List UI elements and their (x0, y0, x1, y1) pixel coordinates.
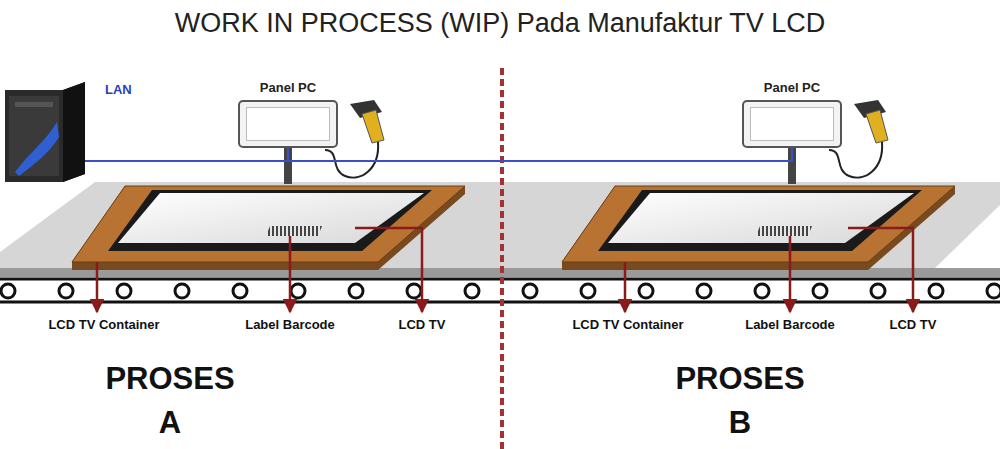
leader-lines (97, 228, 913, 312)
computer-tower (5, 82, 85, 182)
part-label: LCD TV Container (543, 317, 713, 332)
panel-pole (284, 146, 292, 184)
lan-cable (85, 148, 288, 161)
process-title: PROSES B (665, 357, 815, 445)
panel-screen (750, 107, 834, 141)
part-label: LCD TV (868, 317, 958, 332)
lan-cable (85, 148, 792, 161)
network-label: LAN (105, 82, 132, 97)
part-label: LCD TV Container (19, 317, 189, 332)
server-computer: LAN (5, 82, 85, 182)
process-title: PROSES A (95, 357, 245, 445)
part-label: Label Barcode (720, 317, 860, 332)
panel-pc: Panel PC (238, 100, 338, 148)
panel-pole (788, 146, 796, 184)
panel-screen (246, 107, 330, 141)
diagram-title: WORK IN PROCESS (WIP) Pada Manufaktur TV… (0, 8, 1000, 39)
part-label: LCD TV (377, 317, 467, 332)
panel-pc: Panel PC (742, 100, 842, 148)
panel-heading: Panel PC (220, 80, 356, 95)
part-label: Label Barcode (220, 317, 360, 332)
process-divider (500, 68, 504, 449)
panel-heading: Panel PC (724, 80, 860, 95)
